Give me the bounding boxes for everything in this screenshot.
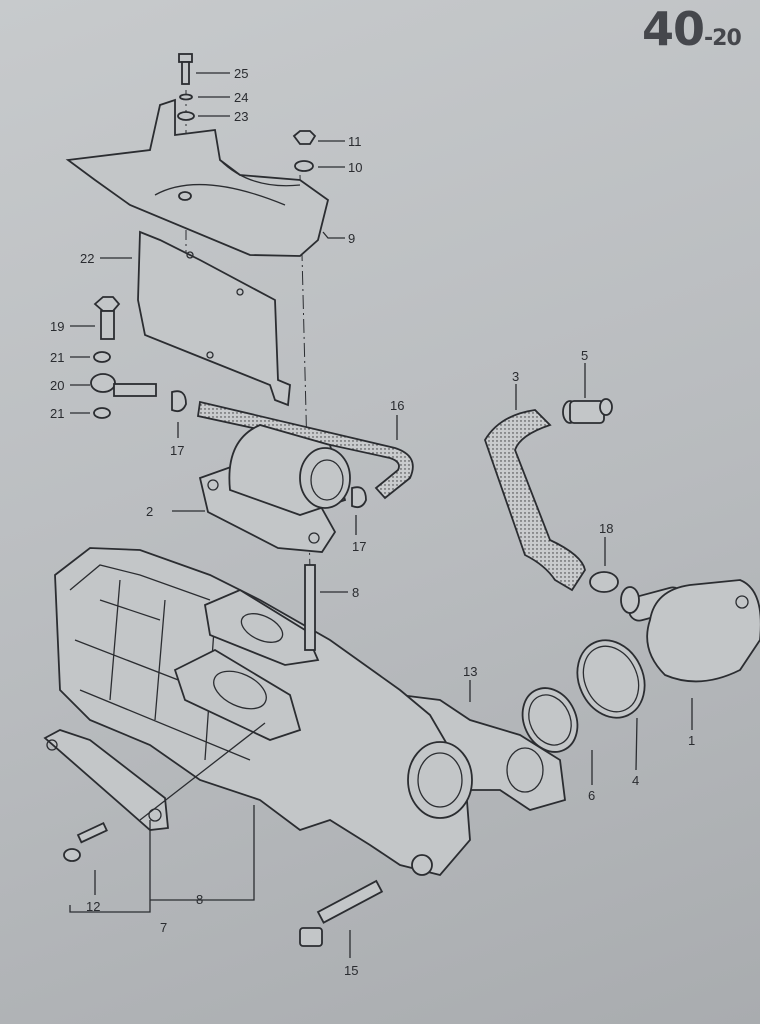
label-8-stud: 8: [352, 585, 359, 600]
page-number-main: 40: [642, 2, 705, 56]
banjo-fitting-20: [90, 373, 157, 397]
page-number-suffix: -20: [704, 26, 742, 51]
hose-clip-17-right: [351, 486, 367, 509]
label-21-lower: 21: [50, 406, 64, 421]
label-24: 24: [234, 90, 248, 105]
bracket-9: [65, 98, 330, 257]
washer-10: [294, 160, 314, 172]
label-17-left: 17: [170, 443, 184, 458]
hose-clip-17-left: [171, 390, 187, 413]
label-3: 3: [512, 369, 519, 384]
o-ring-6: [521, 687, 579, 753]
label-6: 6: [588, 788, 595, 803]
clamp-ring-4: [576, 639, 646, 719]
label-2: 2: [146, 504, 153, 519]
label-15: 15: [344, 963, 358, 978]
leader-lines: [69, 72, 693, 958]
hose-16: [196, 400, 414, 500]
label-4: 4: [632, 773, 639, 788]
elbow-flange-2: [198, 424, 351, 553]
label-12: 12: [86, 899, 100, 914]
label-18: 18: [599, 521, 613, 536]
label-11: 11: [348, 134, 362, 149]
hose-fitting-5: [562, 398, 613, 424]
intake-manifold: [54, 547, 473, 877]
label-25: 25: [234, 66, 248, 81]
stud-8: [304, 564, 316, 651]
washer-23: [177, 111, 195, 121]
label-10: 10: [348, 160, 362, 175]
label-7: 7: [160, 920, 167, 935]
label-22: 22: [80, 251, 94, 266]
label-8-bracket: 8: [196, 892, 203, 907]
bolt-25: [178, 53, 193, 85]
coolant-hose-3: [484, 409, 586, 592]
label-21-upper: 21: [50, 350, 64, 365]
screw-12: [63, 821, 108, 862]
seal-washer-21-lower: [93, 407, 111, 419]
label-9: 9: [348, 231, 355, 246]
label-19: 19: [50, 319, 64, 334]
bolt-15: [299, 879, 384, 947]
lock-washer-24: [179, 93, 193, 101]
banjo-bolt-19: [93, 296, 121, 340]
hose-clamp-18: [589, 571, 619, 593]
label-13: 13: [463, 664, 477, 679]
heat-shield-22: [137, 230, 291, 407]
thermostat-housing-1: [620, 579, 760, 683]
nut-11: [292, 130, 317, 145]
label-1: 1: [688, 733, 695, 748]
label-20: 20: [50, 378, 64, 393]
label-16: 16: [390, 398, 404, 413]
page-number: 40-20: [642, 2, 742, 56]
label-23: 23: [234, 109, 248, 124]
label-17-right: 17: [352, 539, 366, 554]
label-5: 5: [581, 348, 588, 363]
seal-washer-21-upper: [93, 351, 111, 363]
